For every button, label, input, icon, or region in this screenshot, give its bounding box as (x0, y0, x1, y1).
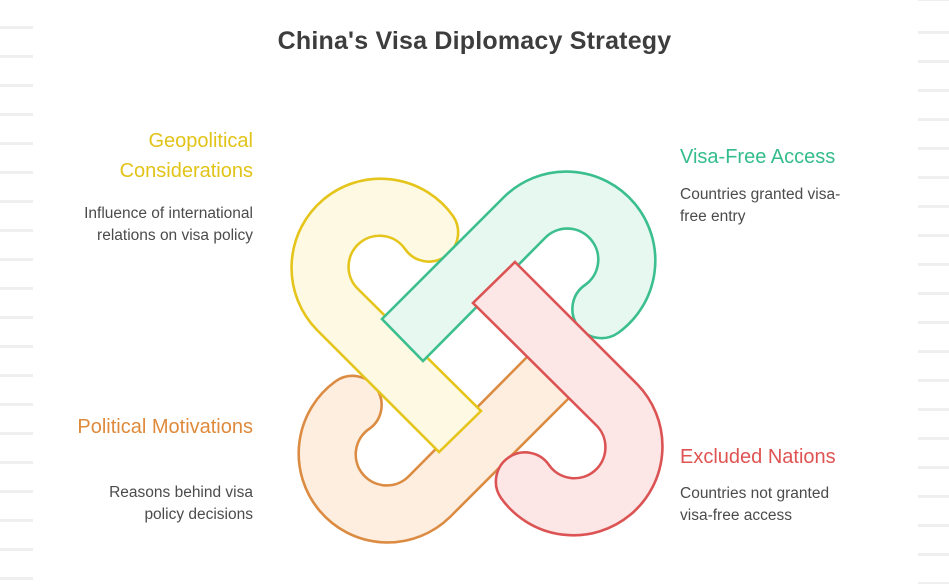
political-description: Reasons behind visa policy decisions (109, 484, 253, 523)
right-edge-ruled-lines (918, 0, 949, 584)
page-title: China's Visa Diplomacy Strategy (277, 27, 672, 55)
section-visa-free-desc: Countries granted visa-free entry (680, 184, 862, 228)
section-geopolitical: Geopolitical Considerations (33, 126, 253, 186)
section-excluded-desc: Countries not granted visa-free access (680, 483, 864, 527)
section-geopolitical-desc: Influence of international relations on … (78, 203, 253, 247)
section-visa-free: Visa-Free Access (680, 142, 910, 172)
section-excluded: Excluded Nations (680, 442, 910, 472)
visa-free-heading: Visa-Free Access (680, 146, 836, 168)
left-edge-ruled-lines (0, 0, 33, 584)
section-political: Political Motivations (63, 412, 253, 442)
visa-free-description: Countries granted visa-free entry (680, 186, 841, 225)
knot-diagram (290, 170, 664, 544)
section-political-desc: Reasons behind visa policy decisions (75, 482, 253, 526)
excluded-description: Countries not granted visa-free access (680, 485, 830, 524)
geopolitical-description: Influence of international relations on … (84, 205, 253, 244)
geopolitical-heading: Geopolitical Considerations (119, 130, 253, 182)
excluded-heading: Excluded Nations (680, 446, 836, 468)
political-heading: Political Motivations (77, 416, 253, 438)
